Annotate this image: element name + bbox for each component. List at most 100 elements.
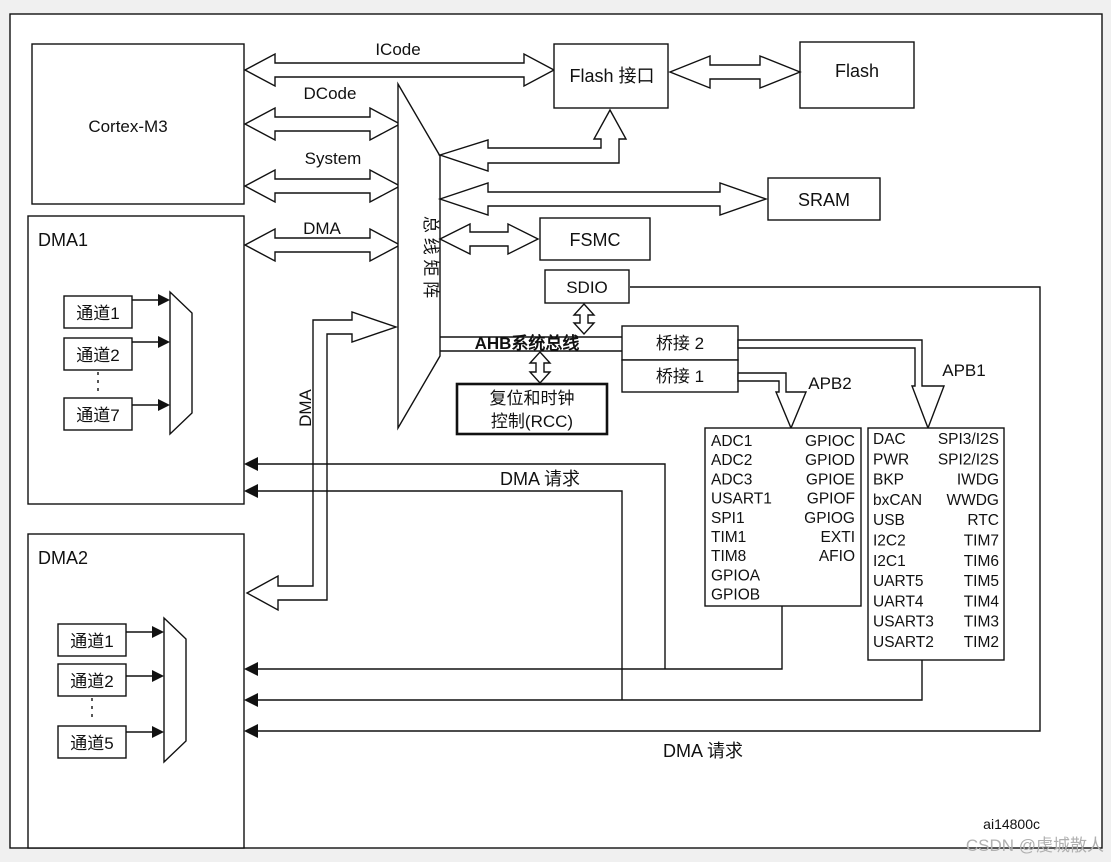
bus-matrix bbox=[397, 81, 441, 431]
apb1-peripheral-i2c2: I2C2 bbox=[873, 533, 906, 550]
apb1-peripheral-tim5: TIM5 bbox=[964, 573, 999, 590]
apb1-peripherals-block bbox=[867, 427, 1005, 661]
apb2-peripheral-exti: EXTI bbox=[821, 529, 855, 546]
csdn-watermark: CSDN @虔城散人 bbox=[966, 836, 1104, 855]
icode-label: ICode bbox=[375, 40, 420, 59]
apb1-peripheral-spi3-i2s: SPI3/I2S bbox=[938, 431, 999, 448]
apb2-peripheral-gpiog: GPIOG bbox=[804, 510, 855, 527]
apb2-peripheral-gpioc: GPIOC bbox=[805, 433, 855, 450]
matrix-to-flash-arrow bbox=[437, 108, 628, 172]
apb2-peripheral-adc2: ADC2 bbox=[711, 452, 752, 469]
apb2-peripherals-block bbox=[704, 427, 862, 607]
dma2-label: DMA2 bbox=[38, 548, 88, 568]
apb1-right-column: SPI3/I2S SPI2/I2S IWDG WWDG RTC TIM7TIM6TIM5T… bbox=[938, 431, 1000, 651]
dma2-channel-1: 通道1 bbox=[57, 623, 127, 657]
apb1-label: APB1 bbox=[942, 361, 985, 380]
apb1-peripheral-uart4: UART4 bbox=[873, 593, 924, 610]
document-id: ai14800c bbox=[983, 816, 1040, 832]
apb1-peripheral-usb: USB bbox=[873, 512, 905, 529]
apb2-peripheral-gpiod: GPIOD bbox=[805, 452, 855, 469]
cortex-m3-block bbox=[31, 43, 245, 205]
apb2-peripheral-gpiob: GPIOB bbox=[711, 587, 760, 604]
dma2-channel-2-label: 通道2 bbox=[70, 672, 113, 691]
rcc-line2: 控制(RCC) bbox=[491, 412, 573, 431]
ahb-label: AHB系统总线 bbox=[475, 333, 580, 353]
apb2-label: APB2 bbox=[808, 374, 851, 393]
dma2-channel-2: 通道2 bbox=[57, 663, 127, 697]
dma1-channel-1: 通道1 bbox=[63, 295, 133, 329]
apb1-peripheral-spi2-i2s: SPI2/I2S bbox=[938, 451, 999, 468]
dma1-channel-2: 通道2 bbox=[63, 337, 133, 371]
matrix-to-fsmc-arrow bbox=[438, 222, 540, 256]
flash-label: Flash bbox=[835, 61, 879, 81]
apb2-peripheral-usart1: USART1 bbox=[711, 491, 772, 508]
dma2-channel-5-label: 通道5 bbox=[70, 734, 113, 753]
apb1-left-column: DAC PWR BKP bxCAN USB I2C2I2C1UART5UART4USART… bbox=[873, 431, 934, 651]
dma-label: DMA bbox=[303, 219, 341, 238]
bus-matrix-label: 总 线 矩 阵 bbox=[421, 216, 440, 298]
flash-interface-block bbox=[553, 43, 669, 109]
sdio-label: SDIO bbox=[566, 278, 608, 297]
flash-interface-label: Flash 接口 bbox=[569, 66, 654, 86]
apb2-peripheral-adc3: ADC3 bbox=[711, 471, 752, 488]
dma1-channel-1-label: 通道1 bbox=[76, 304, 119, 323]
apb1-bus-arrow bbox=[737, 339, 946, 430]
dma2-channel-1-label: 通道1 bbox=[70, 632, 113, 651]
cortex-m3-label: Cortex-M3 bbox=[88, 117, 167, 136]
flash-link-arrow bbox=[668, 54, 802, 90]
bridge1-block bbox=[621, 359, 739, 393]
fsmc-label: FSMC bbox=[570, 230, 621, 250]
apb1-peripheral-rtc: RTC bbox=[967, 512, 999, 529]
dcode-label: DCode bbox=[304, 84, 357, 103]
apb2-bus-arrow bbox=[737, 372, 808, 430]
apb1-peripheral-bkp: BKP bbox=[873, 472, 904, 489]
apb2-peripheral-gpioe: GPIOE bbox=[806, 471, 855, 488]
apb2-peripheral-spi1: SPI1 bbox=[711, 510, 745, 527]
apb1-peripheral-dac: DAC bbox=[873, 431, 906, 448]
apb1-peripheral-usart2: USART2 bbox=[873, 634, 934, 651]
bridge1-label: 桥接 1 bbox=[656, 367, 704, 386]
dma2-channel-5: 通道5 bbox=[57, 725, 127, 759]
dma1-mux bbox=[169, 290, 193, 436]
apb1-peripheral-tim3: TIM3 bbox=[964, 614, 999, 631]
sdio-block bbox=[544, 269, 630, 304]
dma2-mux bbox=[163, 616, 187, 764]
apb2-peripheral-adc1: ADC1 bbox=[711, 433, 752, 450]
apb2-right-column: GPIOC GPIOD GPIOE GPIOF GPIOG EXTI AFIO bbox=[804, 433, 855, 565]
apb1-peripheral-usart3: USART3 bbox=[873, 614, 934, 631]
apb1-peripheral-bxcan: bxCAN bbox=[873, 492, 922, 509]
matrix-to-sram-arrow bbox=[437, 182, 769, 216]
apb1-peripheral-tim2: TIM2 bbox=[964, 634, 999, 651]
dma1-label: DMA1 bbox=[38, 230, 88, 250]
dma-request-label-1: DMA 请求 bbox=[500, 469, 580, 489]
rcc-line1: 复位和时钟 bbox=[490, 389, 575, 408]
dma2-bus-arrow bbox=[245, 311, 399, 612]
sram-label: SRAM bbox=[798, 190, 850, 210]
dma1-channel-2-label: 通道2 bbox=[76, 346, 119, 365]
sdio-ahb-arrow bbox=[572, 302, 596, 336]
dma1-channel-7: 通道7 bbox=[63, 397, 133, 431]
dma-vertical-label: DMA bbox=[296, 388, 315, 426]
apb1-peripheral-tim4: TIM4 bbox=[964, 593, 1000, 610]
apb1-peripheral-wwdg: WWDG bbox=[946, 492, 999, 509]
dma1-channel-7-label: 通道7 bbox=[76, 406, 119, 425]
dma-request-label-2: DMA 请求 bbox=[663, 741, 743, 761]
dma1-block bbox=[27, 215, 245, 505]
apb1-peripheral-i2c1: I2C1 bbox=[873, 553, 906, 570]
apb2-peripheral-gpiof: GPIOF bbox=[807, 491, 855, 508]
apb1-peripheral-tim7: TIM7 bbox=[964, 533, 999, 550]
sram-block bbox=[767, 177, 881, 221]
apb2-peripheral-afio: AFIO bbox=[819, 548, 855, 565]
system-label: System bbox=[305, 149, 362, 168]
apb1-peripheral-pwr: PWR bbox=[873, 451, 909, 468]
rcc-block bbox=[455, 382, 609, 436]
apb1-peripheral-uart5: UART5 bbox=[873, 573, 924, 590]
bridge2-label: 桥接 2 bbox=[656, 334, 704, 353]
fsmc-block bbox=[539, 217, 651, 261]
apb1-peripheral-iwdg: IWDG bbox=[957, 472, 999, 489]
apb1-peripheral-tim6: TIM6 bbox=[964, 553, 999, 570]
apb2-peripheral-gpioa: GPIOA bbox=[711, 567, 761, 584]
flash-block bbox=[799, 41, 915, 109]
